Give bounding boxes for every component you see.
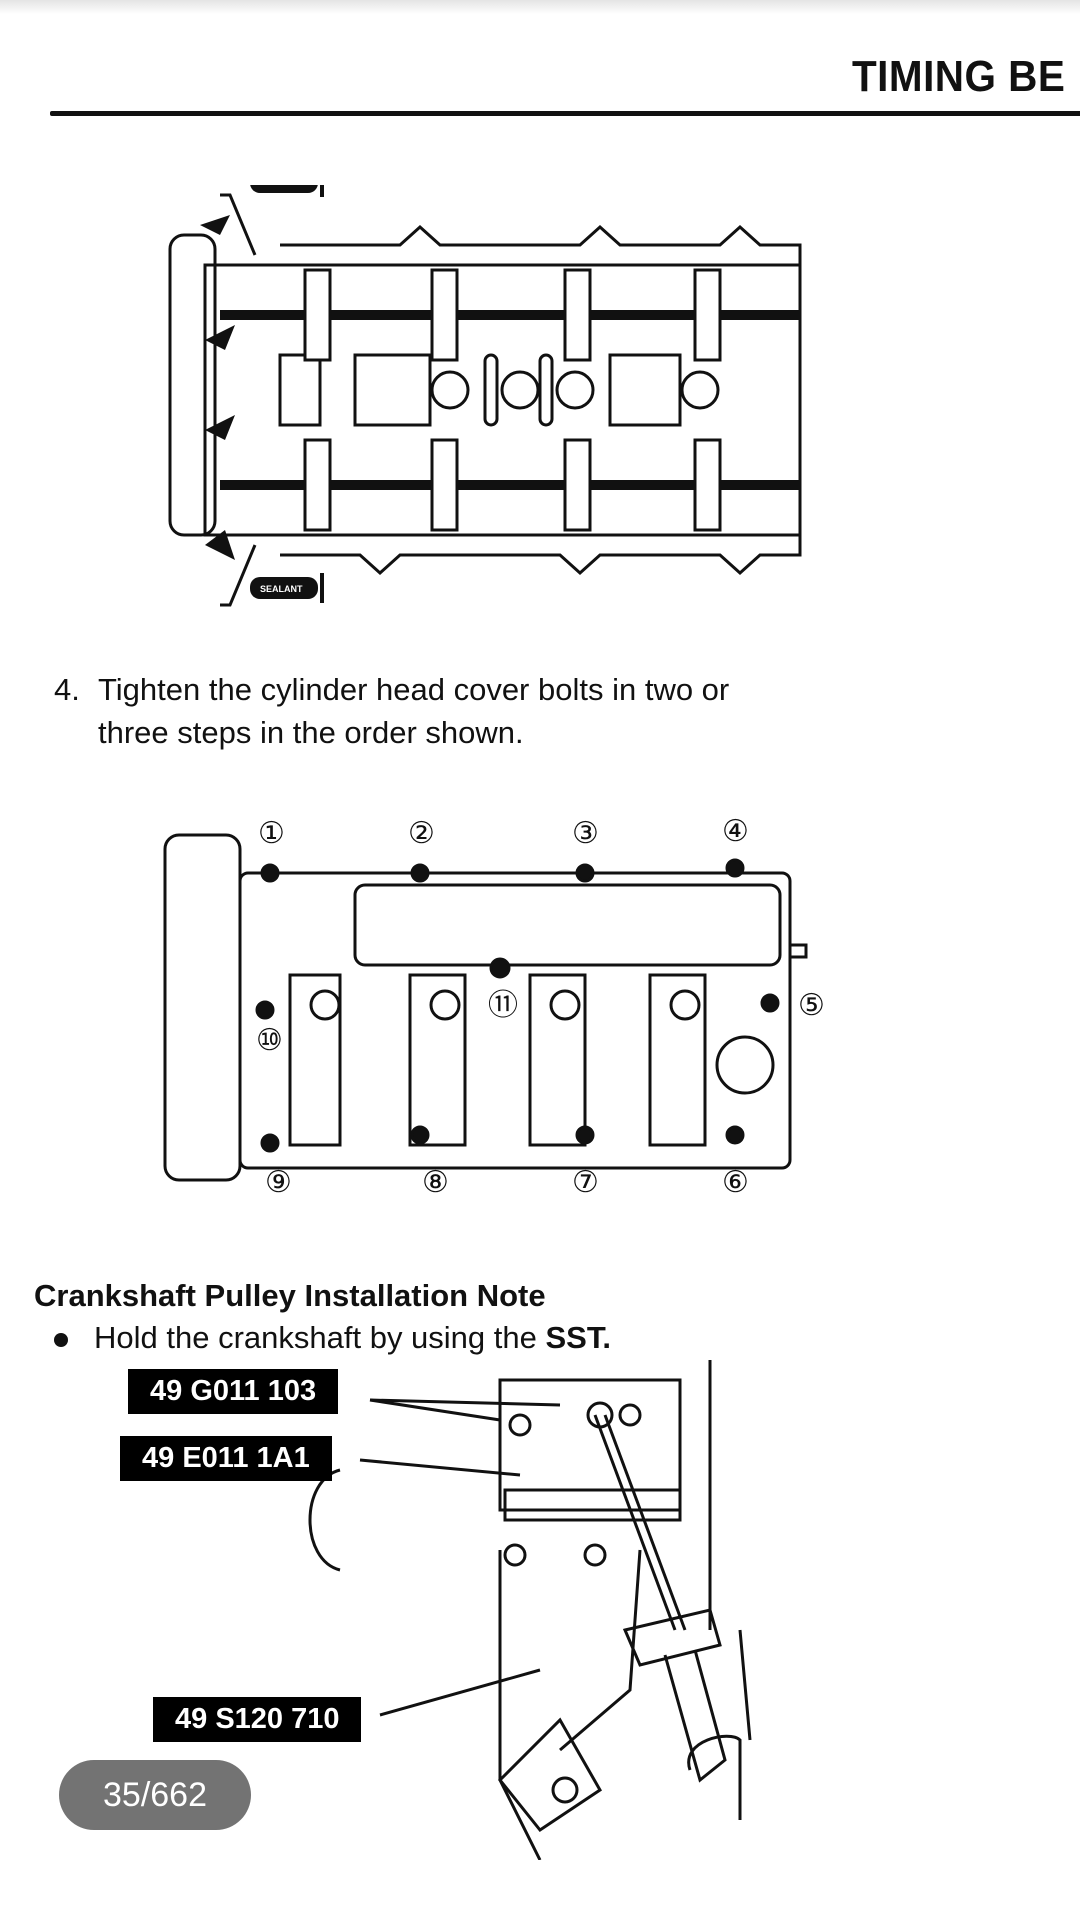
bolt-number: ⑧ bbox=[422, 1165, 449, 1200]
bolt-number: ④ bbox=[722, 814, 749, 849]
bolt-number: ⑤ bbox=[798, 988, 825, 1023]
header-rule bbox=[50, 111, 1080, 116]
bolt-tightening-order-diagram: ① ② ③ ④ ⑤ ⑥ ⑦ ⑧ ⑨ ⑩ ⑪ bbox=[163, 814, 825, 1200]
section-heading: Crankshaft Pulley Installation Note bbox=[34, 1278, 546, 1313]
sealant-label: SEALANT bbox=[260, 584, 303, 594]
bolt-number: ⑥ bbox=[722, 1165, 749, 1200]
bullet-text: Hold the crankshaft by using the bbox=[94, 1320, 546, 1355]
camshaft-sealant-diagram: SEALANT SEALANT bbox=[168, 185, 802, 607]
page-title: TIMING BE bbox=[852, 52, 1066, 101]
bolt-number: ⑦ bbox=[572, 1165, 599, 1200]
status-bar-fade bbox=[0, 0, 1080, 14]
sst-label-49-s120-710: 49 S120 710 bbox=[153, 1697, 362, 1742]
page-indicator[interactable]: 35/662 bbox=[59, 1760, 251, 1830]
step-line-1: Tighten the cylinder head cover bolts in… bbox=[98, 672, 730, 707]
crankshaft-sst-illustration bbox=[308, 1360, 752, 1860]
step-line-2: three steps in the order shown. bbox=[98, 715, 524, 750]
bolt-number: ⑩ bbox=[256, 1023, 283, 1058]
bullet-bold: SST. bbox=[545, 1320, 611, 1355]
bolt-number: ③ bbox=[572, 816, 599, 851]
sealant-label: SEALANT bbox=[260, 185, 303, 187]
sst-label-49-e011-1a1: 49 E011 1A1 bbox=[120, 1436, 332, 1481]
step-number: 4. bbox=[54, 672, 80, 707]
bolt-number: ⑨ bbox=[265, 1165, 292, 1200]
bolt-number: ② bbox=[408, 816, 435, 851]
bolt-number: ⑪ bbox=[488, 988, 518, 1023]
sst-label-49-g011-103: 49 G011 103 bbox=[128, 1369, 339, 1414]
bullet-icon bbox=[54, 1332, 68, 1347]
step-4-instruction: 4. Tighten the cylinder head cover bolts … bbox=[54, 668, 729, 754]
bolt-number: ① bbox=[258, 816, 285, 851]
bullet-item: Hold the crankshaft by using the SST. bbox=[54, 1320, 611, 1356]
